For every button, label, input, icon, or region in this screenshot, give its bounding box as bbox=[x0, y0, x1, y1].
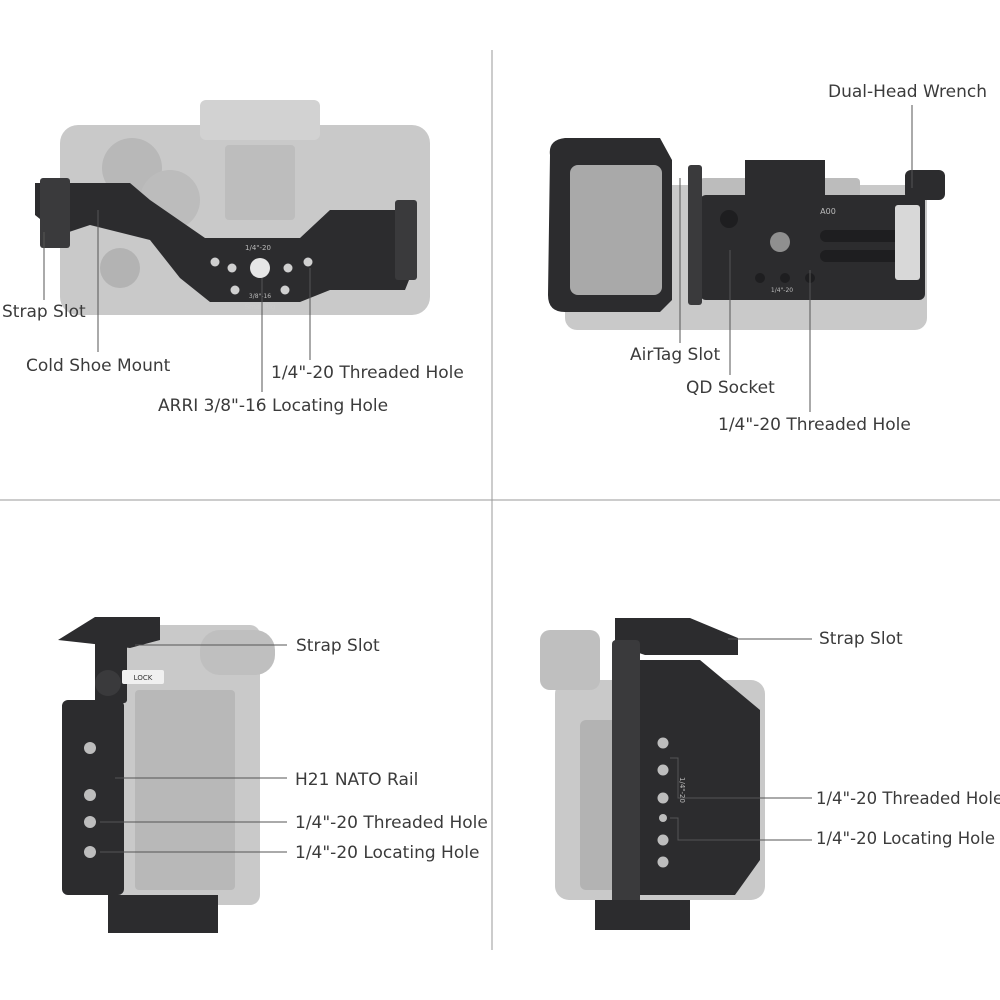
camera-body-left bbox=[115, 625, 275, 905]
label-threaded-hole-bottom: 1/4"-20 Threaded Hole bbox=[718, 415, 911, 435]
cage-left-side bbox=[58, 617, 218, 933]
panel-top-view: 1/4"-20 3/8"-16 SmallRig bbox=[35, 100, 430, 392]
panel3-leader-lines bbox=[100, 644, 287, 853]
panel1-leader-lines bbox=[43, 210, 311, 392]
label-strap-slot-top: Strap Slot bbox=[2, 302, 86, 322]
engraving-plate-mark: A00 bbox=[820, 207, 836, 216]
label-strap-slot-right: Strap Slot bbox=[819, 629, 903, 649]
label-qd-socket: QD Socket bbox=[686, 378, 775, 398]
label-strap-slot-left: Strap Slot bbox=[296, 636, 380, 656]
label-threaded-hole-right: 1/4"-20 Threaded Hole bbox=[816, 789, 1000, 808]
label-threaded-hole-left: 1/4"-20 Threaded Hole bbox=[295, 813, 488, 833]
engraving-lower-mark: 3/8"-16 bbox=[249, 293, 271, 300]
label-wrench: Dual-Head Wrench bbox=[828, 82, 988, 102]
label-threaded-hole-top: 1/4"-20 Threaded Hole bbox=[271, 363, 464, 383]
panel-right-side-view: 1/4"-20 bbox=[540, 618, 812, 930]
cage-bottom-plate bbox=[548, 138, 945, 312]
engraving-top-mark: 1/4"-20 bbox=[245, 244, 271, 252]
cage-right-side bbox=[595, 618, 760, 930]
engraving-lock: LOCK bbox=[134, 674, 153, 682]
label-locating-hole-left: 1/4"-20 Locating Hole bbox=[295, 843, 480, 863]
panel-left-side-view: LOCK bbox=[58, 617, 287, 933]
engraving-brand: SmallRig bbox=[245, 303, 276, 311]
cage-top-plate bbox=[35, 178, 417, 302]
panel4-leader-lines bbox=[670, 638, 812, 841]
panel-bottom-view: A00 1/4"-20 bbox=[548, 105, 945, 412]
engraving-side-mark: 1/4"-20 bbox=[678, 777, 686, 803]
label-arri-hole: ARRI 3/8"-16 Locating Hole bbox=[158, 396, 389, 416]
engraving-plate-small: 1/4"-20 bbox=[771, 287, 793, 294]
label-nato-rail: H21 NATO Rail bbox=[295, 770, 419, 790]
label-airtag: AirTag Slot bbox=[630, 345, 721, 365]
panel2-leader-lines bbox=[679, 105, 913, 412]
label-cold-shoe: Cold Shoe Mount bbox=[26, 356, 171, 376]
label-locating-hole-right: 1/4"-20 Locating Hole bbox=[816, 829, 995, 848]
